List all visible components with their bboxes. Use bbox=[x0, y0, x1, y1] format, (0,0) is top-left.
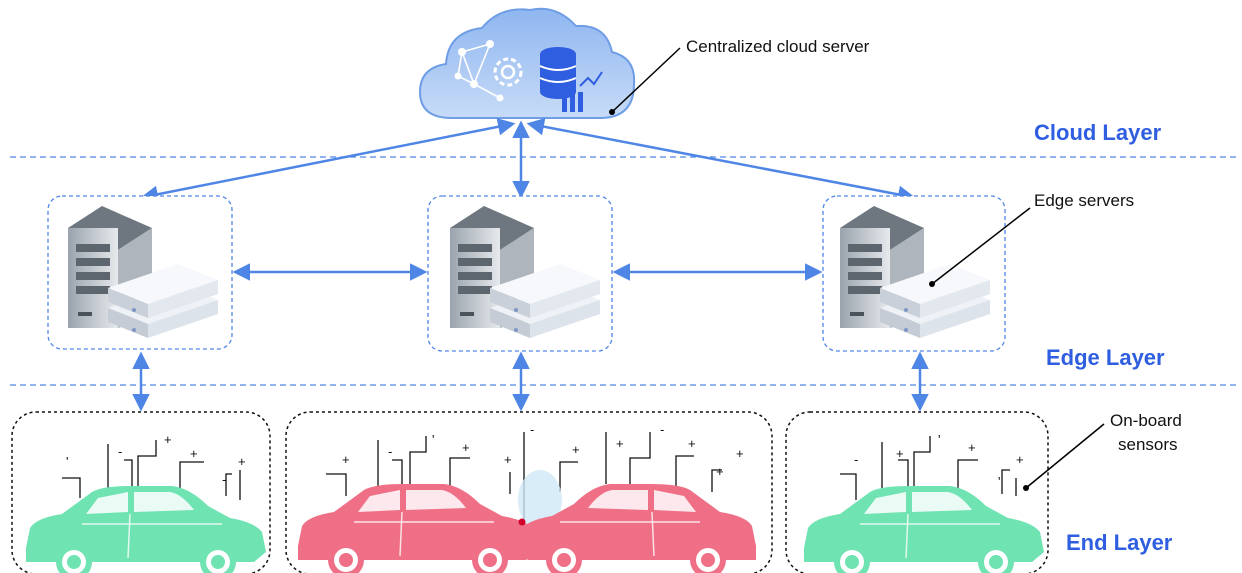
sensors-label-pointer bbox=[1025, 423, 1105, 489]
edge-end-links bbox=[132, 351, 929, 412]
end-layer-title: End Layer bbox=[1066, 530, 1173, 555]
sensor-wires bbox=[840, 436, 1017, 500]
svg-text:': ' bbox=[998, 474, 1000, 489]
svg-text:': ' bbox=[66, 454, 68, 469]
edge-server-box-1 bbox=[47, 195, 233, 350]
edge-servers-label: Edge servers bbox=[1034, 191, 1135, 210]
edge-label-pointer bbox=[931, 207, 1031, 285]
svg-text:+: + bbox=[504, 452, 512, 467]
svg-text:-: - bbox=[854, 452, 858, 467]
sensor-wires bbox=[62, 440, 241, 500]
edge-server-box-3 bbox=[822, 195, 1006, 352]
sensors-label-line1: On-board bbox=[1110, 411, 1182, 430]
cloud-label-pointer bbox=[611, 47, 681, 113]
svg-text:-: - bbox=[118, 444, 122, 459]
sensors-label-line2: sensors bbox=[1118, 435, 1178, 454]
sensor-wires bbox=[326, 432, 722, 522]
svg-text:+: + bbox=[342, 452, 350, 467]
edge-server-box-2 bbox=[427, 195, 613, 352]
svg-text:+: + bbox=[616, 436, 624, 451]
svg-text:+: + bbox=[968, 440, 976, 455]
svg-text:+: + bbox=[462, 440, 470, 455]
svg-text:+: + bbox=[688, 436, 696, 451]
end-device-box-2: + - ' + + - + + - + + + bbox=[285, 411, 773, 573]
svg-text:+: + bbox=[1016, 452, 1024, 467]
svg-text:+: + bbox=[238, 454, 246, 469]
end-device-box-3: - + ' + ' + bbox=[785, 411, 1049, 573]
cloud-network-icon bbox=[418, 7, 636, 119]
cloud-layer-title: Cloud Layer bbox=[1034, 120, 1162, 145]
svg-text:-: - bbox=[222, 472, 226, 487]
svg-text:+: + bbox=[572, 442, 580, 457]
end-device-box-1: '-+ +-+ bbox=[11, 411, 271, 573]
svg-text:-: - bbox=[388, 444, 392, 459]
svg-text:+: + bbox=[736, 446, 744, 461]
svg-text:+: + bbox=[716, 464, 724, 479]
svg-text:+: + bbox=[190, 446, 198, 461]
svg-text:+: + bbox=[896, 446, 904, 461]
svg-text:-: - bbox=[530, 422, 534, 437]
cloud-edge-links bbox=[140, 118, 916, 203]
edge-layer-title: Edge Layer bbox=[1046, 345, 1165, 370]
svg-text:': ' bbox=[432, 432, 434, 447]
collision-point bbox=[518, 518, 526, 526]
svg-text:-: - bbox=[660, 422, 664, 437]
svg-text:': ' bbox=[938, 432, 940, 447]
svg-text:+: + bbox=[164, 432, 172, 447]
cloud-server-label: Centralized cloud server bbox=[686, 37, 870, 56]
